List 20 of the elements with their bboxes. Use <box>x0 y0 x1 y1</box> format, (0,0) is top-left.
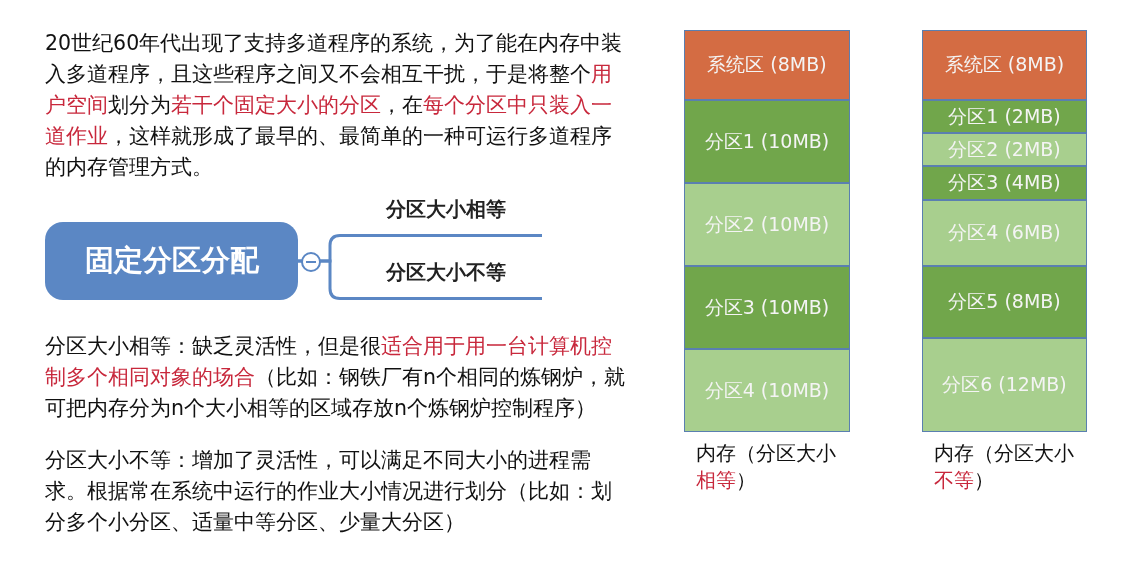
memory-partition: 分区4 (10MB) <box>684 349 850 432</box>
memory-partition: 分区5 (8MB) <box>922 266 1087 338</box>
paragraph: 分区大小相等：缺乏灵活性，但是很适合用于用一台计算机控制多个相同对象的场合（比如：钢铁厂有n个相同的炼钢炉，就可把内存分为n个大小相等的区域存放n个炼钢炉控制程序） <box>45 333 626 422</box>
branch-topic: 分区大小相等 <box>350 192 542 237</box>
branch-topic: 分区大小不等 <box>350 255 542 300</box>
topic-box: 固定分区分配 <box>45 222 298 300</box>
paragraph: 20世纪60年代出现了支持多道程序的系统，为了能在内存中装入多道程序，且这些程序之间又不会相互干扰，于是将整个用户空间划分为若干个固定大小的分区，在每个分区中只装入一道作业，这样就形成了最早的、最简单的一种可运行多道程序的内存管理方式。 <box>45 30 624 181</box>
memory-partition: 分区3 (4MB) <box>922 166 1087 200</box>
memory-partition: 分区3 (10MB) <box>684 266 850 349</box>
memory-caption: 内存（分区大小不等） <box>934 440 1075 494</box>
memory-partition: 分区1 (10MB) <box>684 100 850 183</box>
memory-partition: 分区2 (2MB) <box>922 133 1087 166</box>
memory-partition: 系统区 (8MB) <box>684 30 850 100</box>
memory-caption: 内存（分区大小相等） <box>696 440 837 494</box>
memory-partition: 系统区 (8MB) <box>922 30 1087 100</box>
memory-partition: 分区4 (6MB) <box>922 200 1087 266</box>
memory-partition: 分区2 (10MB) <box>684 183 850 266</box>
paragraph: 分区大小不等：增加了灵活性，可以满足不同大小的进程需求。根据常在系统中运行的作业大小情况进行划分（比如：划分多个小分区、适量中等分区、少量大分区） <box>45 447 613 536</box>
memory-partition: 分区1 (2MB) <box>922 100 1087 133</box>
memory-partition: 分区6 (12MB) <box>922 338 1087 432</box>
